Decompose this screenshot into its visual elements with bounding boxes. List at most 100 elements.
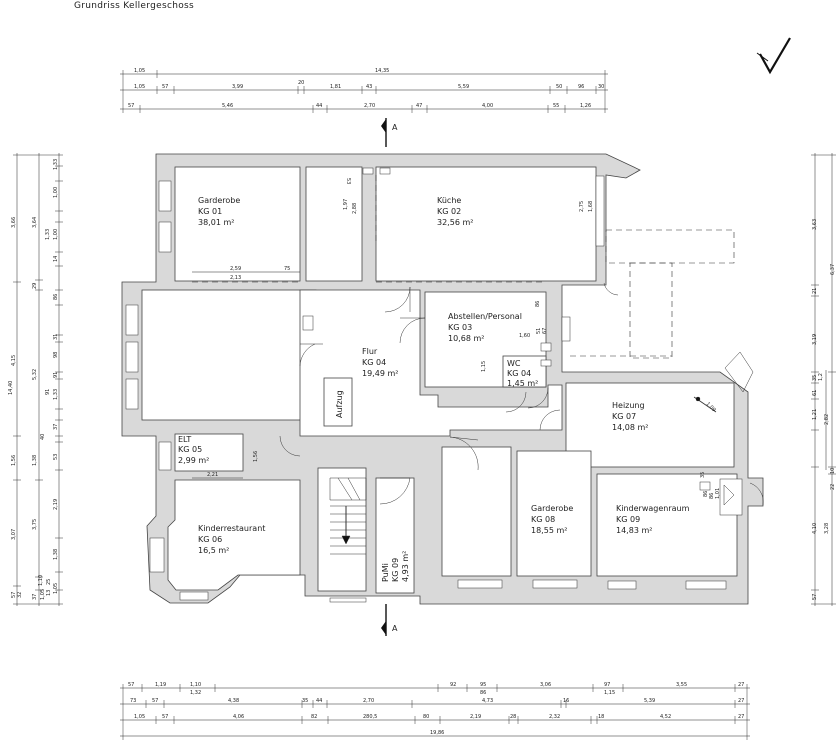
dim-label: 1,56 — [253, 451, 259, 462]
dim-label: 4,73 — [482, 698, 493, 704]
dim-label: 10,68 m² — [448, 334, 484, 343]
dim-label: 1,2 — [818, 373, 824, 381]
dim-label: 53 — [345, 178, 351, 184]
dim-label: 6,37 — [830, 264, 836, 275]
room-floors — [141, 166, 738, 594]
dim-label: 2,70 — [363, 698, 374, 704]
dim-label: 27 — [738, 682, 744, 688]
dim-label: 37 — [32, 594, 38, 600]
dim-label: 3,63 — [812, 219, 818, 230]
dim-label: 2,13 — [230, 275, 241, 281]
dim-label: 20 — [298, 80, 304, 86]
dim-label: 5,32 — [32, 369, 38, 380]
dim-label: 86 — [709, 493, 715, 499]
room-pumi: PuMi KG 09 4,93 m² — [381, 551, 410, 582]
dim-label: 31 — [53, 334, 59, 340]
right-dimension-chains: 3,63 6,37 21 3,19 35 1,2 61 1,21 2,82 10… — [811, 153, 836, 606]
dim-label: 14,40 — [8, 381, 14, 395]
dim-label: 1,97 — [343, 199, 349, 210]
dim-label: 98 — [53, 352, 59, 358]
dim-label: 3,66 — [11, 217, 17, 228]
dim-label: 21 — [812, 288, 818, 294]
dim-label: 35 — [302, 698, 308, 704]
dim-label: KG 06 — [198, 535, 222, 544]
dim-label: 4,38 — [228, 698, 239, 704]
dim-label: 35 — [812, 375, 818, 381]
dim-label: 86 — [53, 294, 59, 300]
dim-label: 91 — [45, 389, 51, 395]
dim-label: 2,75 — [579, 201, 585, 212]
dim-label: 67 — [542, 328, 548, 334]
dim-label: 2,59 — [230, 266, 241, 272]
dim-label: 4,52 — [660, 714, 671, 720]
dim-label: KG 01 — [198, 207, 222, 216]
dim-label: 1,45 m² — [507, 379, 538, 388]
dim-label: PuMi — [381, 563, 390, 582]
dim-label: 280,5 — [363, 714, 377, 720]
door-swings — [279, 282, 764, 506]
dim-label: 92 — [450, 682, 456, 688]
dim-label: 3,99 — [232, 84, 243, 90]
dim-label: 1,33 — [53, 389, 59, 400]
left-dimension-chains: 14,40 3,66 4,15 1,56 3,07 57 32 3,64 29 … — [8, 153, 63, 606]
dim-label: 1,00 — [53, 229, 59, 240]
dim-label: 86 — [480, 690, 486, 696]
dim-label: 14,83 m² — [616, 526, 652, 535]
dim-label: 2,70 — [364, 103, 375, 109]
dim-label: KG 04 — [507, 369, 531, 378]
dim-label: 2,82 — [824, 414, 830, 425]
dim-label: 1,05 — [134, 84, 145, 90]
dim-label: Aufzug — [335, 390, 344, 418]
dim-label: 5,39 — [644, 698, 655, 704]
dim-label: Abstellen/Personal — [448, 312, 522, 321]
dim-label: 27 — [738, 698, 744, 704]
dim-label: 16,5 m² — [198, 546, 229, 555]
dim-label: 1,10 — [190, 682, 201, 688]
dim-label: 14 — [53, 256, 59, 262]
dim-label: 1,68 — [588, 201, 594, 212]
dim-label: 1,33 — [45, 229, 51, 240]
dim-label: 61 — [812, 390, 818, 396]
dim-label: 16 — [563, 698, 569, 704]
dim-label: Küche — [437, 196, 461, 205]
dim-label: 95 — [480, 682, 486, 688]
dim-label: 2,88 — [352, 203, 358, 214]
dim-label: 1,19 — [155, 682, 166, 688]
dim-label: 2,99 m² — [178, 456, 209, 465]
dim-label: 91 — [53, 372, 59, 378]
dim-label: 22 — [830, 484, 836, 490]
dim-label: 18,55 m² — [531, 526, 567, 535]
dim-label: 1,05 — [53, 583, 59, 594]
dim-label: 13 — [46, 590, 52, 596]
dim-label: KG 08 — [531, 515, 555, 524]
dim-label: 5,46 — [222, 103, 233, 109]
dim-label: A — [392, 624, 398, 633]
dim-label: 1,38 — [53, 549, 59, 560]
dim-label: 29 — [32, 283, 38, 289]
dim-label: 2,21 — [207, 472, 218, 478]
dim-label: 1,15 — [481, 361, 487, 372]
dim-label: KG 09 — [616, 515, 640, 524]
dim-label: 1,60 — [519, 333, 530, 339]
section-marker-bottom: A — [381, 604, 398, 636]
dim-label: 97 — [604, 682, 610, 688]
dim-label: 1,01 — [715, 488, 721, 499]
dim-label: 96 — [578, 84, 584, 90]
dim-label: 86 — [535, 301, 541, 307]
dim-label: 4,93 m² — [401, 551, 410, 582]
dim-label: 19,49 m² — [362, 369, 398, 378]
dim-label: 32,56 m² — [437, 218, 473, 227]
plan-title: Grundriss Kellergeschoss — [74, 1, 194, 11]
dim-label: 2,19 — [53, 499, 59, 510]
dim-label: 3,64 — [32, 217, 38, 228]
dim-label: 57 — [128, 103, 134, 109]
dim-label: 40 — [40, 434, 46, 440]
